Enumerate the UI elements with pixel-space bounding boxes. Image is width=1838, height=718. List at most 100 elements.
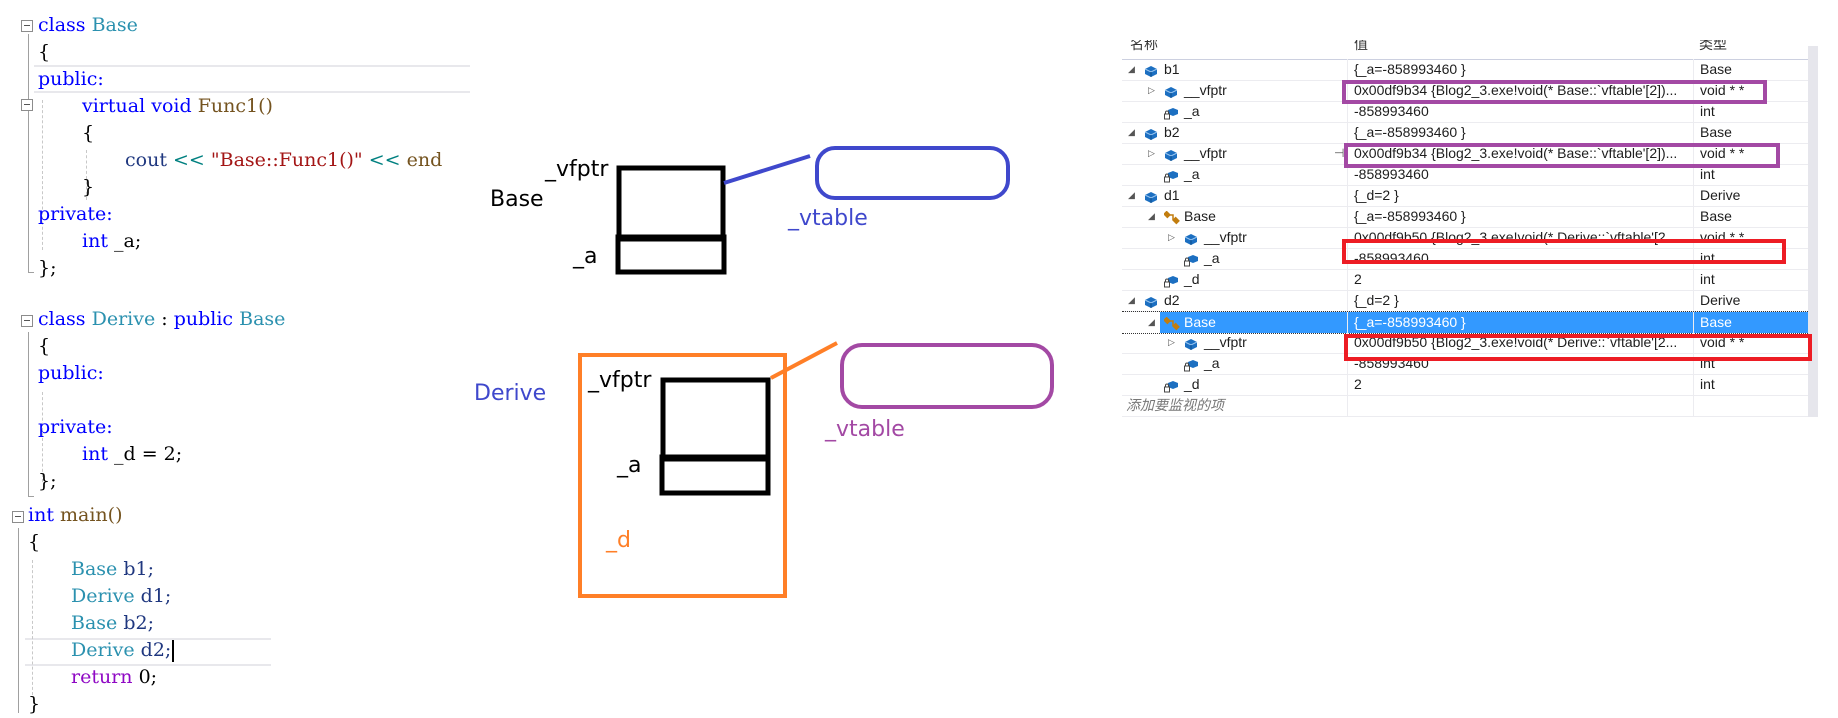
watch-value-cell[interactable]: 2 [1347,374,1694,395]
collapse-arrow-icon[interactable]: ◢ [1128,64,1135,74]
code-line: cout << "Base::Func1()" << end [0,147,470,174]
code-text: _a; [114,230,142,252]
watch-value-cell[interactable]: {_d=2 } [1347,185,1694,206]
watch-value-cell[interactable]: 2 [1347,269,1694,290]
keyword: public [173,308,234,330]
collapse-arrow-icon[interactable]: ◢ [1128,127,1135,137]
watch-value: 0x00df9b34 {Blog2_3.exe!void(* Base::`vf… [1354,145,1678,161]
code-line: int main() [0,502,470,529]
type-name: Derive [71,585,135,607]
fold-toggle-func1[interactable] [21,99,33,111]
watch-row[interactable]: ◢b2{_a=-858993460 }Base [1122,122,1808,144]
watch-window[interactable]: 名称 值 类型 ◢b1{_a=-858993460 }Base ▷ __vfptr 0… [1122,40,1818,417]
collapse-arrow-icon[interactable]: ◢ [1148,211,1155,221]
code-line: Base b1; [0,556,470,583]
watch-value: 0x00df9b34 {Blog2_3.exe!void(* Base::`vf… [1354,82,1678,98]
code-line: return 0; [0,664,470,691]
base-class-icon [1163,316,1180,331]
add-watch-placeholder[interactable]: 添加要监视的项 [1126,397,1224,413]
code-text: } [28,693,41,715]
watch-value: {_a=-858993460 } [1354,314,1466,330]
watch-row[interactable]: ◢b1{_a=-858993460 }Base [1122,59,1808,81]
watch-type: int [1700,376,1715,392]
expand-arrow-icon[interactable]: ▷ [1168,337,1175,347]
watch-value-cell[interactable]: -858993460 [1347,101,1694,122]
variable-icon [1184,231,1198,245]
code-line: public: [0,360,470,387]
derive-class-label: Derive [474,381,547,406]
outline-guide [28,34,29,272]
derive-a-slot [659,454,771,496]
vertical-scrollbar[interactable] [1808,46,1818,417]
watch-type: int [1700,103,1715,119]
watch-row[interactable]: ◢d1{_d=2 }Derive [1122,185,1808,207]
watch-type: void * * [1700,334,1745,350]
private-field-icon [1184,252,1198,267]
expand-arrow-icon[interactable]: ▷ [1148,148,1155,158]
derive-vfptr-pointer-line [770,341,838,380]
indent-guide [86,150,87,200]
column-header-name[interactable]: 名称 [1130,40,1158,52]
watch-type-cell: int [1693,101,1809,122]
outline-guide [28,332,29,496]
base-vtable-label: _vtable [788,206,868,231]
watch-value-cell[interactable]: {_a=-858993460 } [1347,206,1694,227]
watch-header: 名称 值 类型 [1122,40,1808,60]
code-line: class Derive : public Base [0,306,470,333]
class-name: Base [91,14,138,36]
watch-row[interactable]: ◢d2{_d=2 }Derive [1122,290,1808,312]
watch-name-cell: ◢Base [1122,206,1347,227]
expand-arrow-icon[interactable]: ▷ [1168,232,1175,242]
pin-icon[interactable]: ⊣ [1334,146,1345,160]
code-line: { [0,39,470,66]
base-a-label: _a [573,244,598,269]
collapse-arrow-icon[interactable]: ◢ [1128,295,1135,305]
indent-guide [42,392,43,482]
watch-name-cell: _a [1122,164,1347,185]
watch-value-cell[interactable]: {_d=2 } [1347,290,1694,311]
base-vfptr-slot [616,165,726,242]
identifier: cout [125,149,167,171]
watch-value-cell[interactable]: 0x00df9b34 {Blog2_3.exe!void(* Base::`vf… [1347,80,1694,101]
collapse-arrow-icon[interactable]: ◢ [1148,317,1155,327]
watch-row[interactable]: ◢Base{_a=-858993460 }Base [1122,206,1808,228]
private-field-icon [1164,273,1178,288]
watch-type-cell: int [1693,374,1809,395]
expand-arrow-icon[interactable]: ▷ [1148,85,1155,95]
watch-value-cell[interactable]: {_a=-858993460 } [1347,122,1694,143]
add-watch-row[interactable]: 添加要监视的项 [1122,395,1808,417]
watch-variable-name: d2 [1164,292,1180,308]
watch-value: 2 [1354,271,1362,287]
column-header-type[interactable]: 类型 [1699,40,1727,52]
fold-toggle-class-base[interactable] [21,20,33,32]
watch-value-cell[interactable]: -858993460 [1347,164,1694,185]
function-name: main() [60,504,123,526]
watch-row[interactable]: _a -858993460 int [1122,101,1808,123]
watch-row[interactable]: ◢Base{_a=-858993460 }Base [1122,311,1809,334]
code-line: private: [0,414,470,441]
watch-name-cell: ◢Base [1122,312,1347,333]
code-line: }; [0,255,470,282]
watch-value-cell[interactable]: {_a=-858993460 } [1347,312,1694,333]
base-class-label: Base [490,187,544,212]
watch-variable-name: _a [1184,103,1200,119]
code-line: { [0,120,470,147]
derive-object-outline [578,353,787,598]
fold-toggle-main[interactable] [12,511,24,523]
code-line: Base b2; [0,610,470,637]
variable-icon [1144,294,1158,308]
column-header-value[interactable]: 值 [1354,40,1368,52]
fold-toggle-class-derive[interactable] [21,315,33,327]
watch-value-cell[interactable]: {_a=-858993460 } [1347,59,1694,80]
watch-variable-name: __vfptr [1204,334,1247,350]
base-vfptr-pointer-line [723,154,811,185]
code-editor[interactable]: class Base { public: virtual void Func1(… [0,0,470,715]
type-name: Base [71,612,118,634]
keyword: int [82,230,108,252]
collapse-arrow-icon[interactable]: ◢ [1128,190,1135,200]
